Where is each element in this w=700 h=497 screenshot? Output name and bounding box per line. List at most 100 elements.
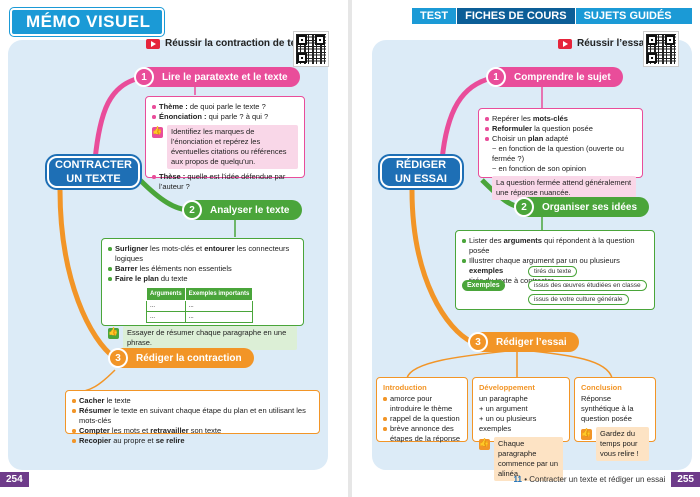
table-cell: ... — [184, 311, 254, 323]
step-1-badge: 1 Comprendre le sujet — [486, 67, 623, 87]
list-item: Recopier au propre et se relire — [72, 436, 313, 446]
center-line-1: RÉDIGER — [395, 159, 447, 171]
list-item: Choisir un plan adapté — [485, 134, 636, 144]
sub-item: ~ en fonction de la question (ouverte ou… — [492, 144, 624, 163]
video-link[interactable]: Réussir l’essai — [558, 38, 647, 49]
step-label: Analyser le texte — [210, 204, 290, 216]
step-1-box: Repérer les mots-clés Reformuler la ques… — [478, 108, 643, 200]
step-number: 3 — [468, 332, 488, 352]
column-title: Introduction — [383, 383, 427, 392]
video-play-icon — [558, 38, 572, 49]
list-item: Surligner les mots-clés et entourer les … — [108, 244, 297, 264]
list-item: Barrer les éléments non essentiels — [108, 264, 297, 274]
right-page: TEST FICHES DE COURS SUJETS GUIDÉS Réuss… — [352, 0, 700, 497]
step-3-badge: 3 Rédiger la contraction — [108, 348, 254, 368]
lead-text: un paragraphe — [479, 394, 528, 403]
list-item: Résumer le texte en suivant chaque étape… — [72, 406, 313, 426]
step-2-badge: 2 Analyser le texte — [182, 200, 302, 220]
video-title: Réussir l’essai — [577, 38, 648, 49]
tip-text: Chaque paragraphe commence par un alinéa… — [494, 437, 563, 481]
page-number: 255 — [671, 472, 700, 487]
center-line-2: UN TEXTE — [66, 173, 121, 185]
tip: La question fermée attend généralement u… — [492, 176, 636, 200]
table-cell: ... — [184, 300, 254, 312]
tip: Gardez du temps pour vous relire ! — [581, 427, 649, 461]
table-header: Exemples importants — [184, 287, 254, 301]
step-3-badge: 3 Rédiger l’essai — [468, 332, 579, 352]
introduction-box: Introduction amorce pour introduire le t… — [376, 377, 468, 444]
step-1-box: Thème : de quoi parle le texte ? Énoncia… — [145, 96, 305, 191]
thumbs-up-icon — [581, 428, 592, 440]
list-item: Faire le plan du texte — [108, 274, 297, 284]
step-number: 1 — [486, 67, 506, 87]
tip-text: Essayer de résumer chaque paragraphe en … — [123, 326, 297, 350]
step-3-box: Cacher le texte Résumer le texte en suiv… — [65, 390, 320, 445]
video-play-icon — [146, 38, 160, 49]
list-item: Thèse : quelle est l’idée défendue par l… — [152, 172, 298, 192]
list-item: Compter les mots et retravailler son tex… — [72, 426, 313, 436]
table-cell: ... — [146, 300, 186, 312]
step-2-badge: 2 Organiser ses idées — [514, 197, 650, 217]
example-tag: issus des œuvres étudiées en classe — [528, 280, 647, 291]
qr-code-icon[interactable] — [644, 32, 678, 66]
list-item: + un argument — [479, 404, 528, 413]
step-label: Lire le paratexte et le texte — [162, 71, 288, 83]
nav-tab-sujets-guides[interactable]: SUJETS GUIDÉS — [583, 10, 672, 22]
sub-item: ~ en fonction de son opinion — [492, 164, 587, 173]
step-1-badge: 1 Lire le paratexte et le texte — [134, 67, 300, 87]
nav-tab-fiches-de-cours[interactable]: FICHES DE COURS — [457, 8, 575, 24]
list-item: Lister des arguments qui répondent à la … — [462, 236, 648, 256]
top-navigation: TEST FICHES DE COURS SUJETS GUIDÉS — [412, 8, 692, 24]
memo-visuel-title: MÉMO VISUEL — [10, 8, 164, 36]
conclusion-box: Conclusion Réponse synthétique à la ques… — [574, 377, 656, 461]
list-item: Cacher le texte — [72, 396, 313, 406]
table-header: Arguments — [146, 287, 186, 301]
thumbs-up-icon — [479, 438, 490, 450]
developpement-box: Développement un paragraphe + un argumen… — [472, 377, 570, 481]
example-tag: issus de votre culture générale — [528, 294, 629, 305]
video-title: Réussir la contraction de texte — [165, 38, 311, 49]
column-title: Conclusion — [581, 383, 622, 392]
tip-text: Identifiez les marques de l’énonciation … — [167, 125, 298, 169]
step-label: Organiser ses idées — [542, 201, 638, 213]
list-item: amorce pour introduire le thème — [383, 394, 461, 414]
book-spine — [348, 0, 352, 497]
list-item: Énonciation : qui parle ? à qui ? — [152, 112, 298, 122]
center-node: CONTRACTER UN TEXTE — [47, 156, 140, 188]
step-number: 1 — [134, 67, 154, 87]
thumbs-up-icon — [108, 327, 119, 339]
tip: Chaque paragraphe commence par un alinéa… — [479, 437, 563, 481]
list-item: + un ou plusieurs exemples — [479, 414, 537, 433]
nav-tab-test[interactable]: TEST — [420, 10, 449, 22]
tip-text: La question fermée attend généralement u… — [492, 176, 636, 200]
right-footer: 11 • Contracter un texte et rédiger un e… — [514, 472, 700, 487]
table-cell: ... — [146, 311, 186, 323]
page-number: 254 — [0, 472, 29, 487]
tip: Identifiez les marques de l’énonciation … — [152, 125, 298, 169]
step-2-box: Surligner les mots-clés et entourer les … — [101, 238, 304, 350]
center-line-2: UN ESSAI — [395, 173, 447, 185]
list-item: Thème : de quoi parle le texte ? — [152, 102, 298, 112]
list-item: Illustrer chaque argument par un ou plus… — [462, 256, 648, 286]
step-number: 2 — [182, 200, 202, 220]
step-label: Rédiger la contraction — [136, 352, 242, 364]
examples-label: Exemples — [462, 280, 505, 291]
qr-code-icon[interactable] — [294, 32, 328, 66]
step-number: 2 — [514, 197, 534, 217]
step-label: Rédiger l’essai — [496, 336, 567, 348]
list-item: rappel de la question — [383, 414, 461, 424]
list-item: Reformuler la question posée — [485, 124, 636, 134]
video-link[interactable]: Réussir la contraction de texte — [146, 38, 311, 49]
left-page: MÉMO VISUEL Réussir la contraction de te… — [0, 0, 348, 497]
list-item: brève annonce des étapes de la réponse — [383, 424, 461, 444]
tip-text: Gardez du temps pour vous relire ! — [596, 427, 649, 461]
left-footer: 254 — [0, 472, 29, 487]
footer-chapter-title: 11 • Contracter un texte et rédiger un e… — [513, 475, 666, 484]
lead-text: Réponse synthétique à la question posée — [581, 394, 634, 423]
center-node: RÉDIGER UN ESSAI — [380, 156, 462, 188]
step-number: 3 — [108, 348, 128, 368]
example-tag: tirés du texte — [528, 266, 578, 277]
step-label: Comprendre le sujet — [514, 71, 611, 83]
center-line-1: CONTRACTER — [55, 159, 132, 171]
